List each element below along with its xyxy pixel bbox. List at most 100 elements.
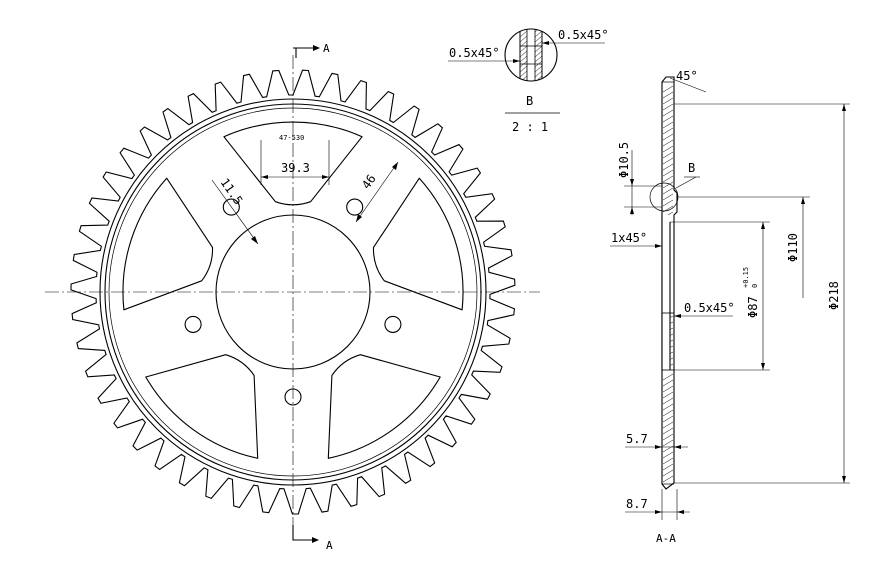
- section-hatch-line: [662, 415, 674, 423]
- dim-39-arrow-right: [322, 175, 329, 179]
- section-detail-ref: B: [688, 161, 695, 175]
- bore-chamfer-arrow: [655, 244, 662, 248]
- dim-87-arrow-bottom: [761, 363, 765, 370]
- section-arrowhead-bottom: [312, 537, 319, 543]
- dim-218-arrow-bottom: [842, 476, 846, 483]
- detail-scale: 2 : 1: [512, 120, 548, 134]
- dim-10-5-arrow-bottom: [630, 207, 634, 214]
- section-hatch-line: [662, 91, 674, 99]
- bolt-hole: [346, 198, 364, 216]
- dim-slot-width: 39.3: [281, 161, 310, 175]
- section-hatch-line: [662, 463, 674, 471]
- lightening-cutout: [223, 121, 363, 206]
- section-view-a-a: B 45° Φ10.5 1x45° 0.5x45° Φ110 Φ87 +0.15…: [610, 69, 850, 545]
- top-chamfer-label: 45°: [676, 69, 698, 83]
- section-bore-gap: [662, 215, 670, 370]
- detail-hatch-line: [519, 29, 528, 33]
- dim-bolt-offset: 11.5: [218, 176, 246, 208]
- section-hatch-line: [662, 109, 674, 117]
- section-hatch-line: [662, 187, 674, 195]
- dim-11-5-line: [211, 179, 259, 245]
- detail-hatch-line: [534, 50, 543, 58]
- detail-hatch-line: [519, 45, 528, 53]
- section-hatch-line: [662, 439, 674, 447]
- detail-hatch-line: [519, 70, 528, 78]
- section-hatch-line: [662, 127, 674, 135]
- detail-hatch-line: [534, 55, 543, 63]
- detail-hatch-line: [519, 80, 528, 81]
- section-hatch-line: [662, 193, 674, 201]
- part-marking: 47-530: [279, 134, 304, 142]
- front-view: A A 47-530 39.3 46 11.5: [45, 42, 540, 552]
- section-detail-leader: [675, 176, 697, 189]
- lightening-cutout: [145, 354, 259, 459]
- section-hub-recess: [661, 312, 675, 371]
- dim-87-arrow-top: [761, 222, 765, 229]
- detail-chamfer-right: 0.5x45°: [558, 28, 609, 42]
- dim-39-arrow-left: [261, 175, 268, 179]
- dim-bolt-circle: Φ110: [786, 233, 800, 262]
- detail-arrow-left: [513, 59, 520, 63]
- hub-chamfer-arrow: [674, 314, 681, 318]
- section-hatch-line: [662, 409, 674, 417]
- hub-chamfer-label: 0.5x45°: [684, 301, 735, 315]
- section-hatch-line: [662, 151, 674, 159]
- detail-hatch-line: [519, 75, 528, 81]
- section-hatch-line: [662, 457, 674, 465]
- dim-rib-width: 46: [359, 172, 379, 192]
- section-arrow-bottom: [292, 525, 312, 541]
- dim-46-arrow-a: [356, 214, 362, 222]
- section-hatch-line: [662, 157, 674, 165]
- section-label-top: A: [323, 42, 330, 55]
- dim-11-5-arrow: [251, 236, 258, 244]
- section-hatch-line: [662, 469, 674, 477]
- dim-10-5-arrow-top: [630, 179, 634, 186]
- section-hatch-line: [662, 181, 674, 189]
- section-hatch-line: [662, 103, 674, 111]
- detail-hatch-line: [534, 29, 543, 33]
- dim-5-7-arrow-right: [674, 445, 681, 449]
- detail-hatch-line: [519, 35, 528, 43]
- detail-arrow-right: [542, 41, 549, 45]
- detail-section: [519, 29, 543, 81]
- section-hatch-line: [662, 373, 674, 381]
- root-ring-inner: [104, 103, 482, 481]
- bolt-hole: [222, 198, 240, 216]
- detail-hatch-line: [534, 35, 543, 43]
- section-hatch-line: [662, 475, 674, 483]
- dim-5-7-arrow-left: [655, 445, 662, 449]
- lightening-cutout: [372, 177, 464, 311]
- section-hatch-line: [662, 175, 674, 183]
- dim-outer-dia: Φ218: [827, 281, 841, 310]
- bolt-hole: [184, 315, 202, 333]
- bolt-hole: [384, 315, 402, 333]
- section-hatch-line: [662, 385, 674, 393]
- dim-total-thickness: 8.7: [626, 497, 648, 511]
- detail-hatch-line: [519, 65, 528, 73]
- detail-view-b: 0.5x45° 0.5x45° B 2 : 1: [448, 28, 609, 134]
- lightening-cutout: [122, 177, 214, 311]
- section-hatch-line: [662, 433, 674, 441]
- dim-46-line: [355, 161, 399, 223]
- dim-bore-tol-lower: 0: [751, 284, 759, 288]
- section-hatch-line: [662, 451, 674, 459]
- dim-bore-tol-upper: +0.15: [742, 267, 750, 288]
- top-chamfer-leader: [669, 77, 707, 93]
- detail-hatch-line: [534, 75, 543, 81]
- section-hatch-line: [662, 133, 674, 141]
- section-hatch-line: [662, 199, 674, 207]
- section-hatch-line: [662, 85, 674, 93]
- section-hatch-line: [662, 379, 674, 387]
- detail-label: B: [526, 94, 533, 108]
- detail-hatch-line: [534, 70, 543, 78]
- section-hatch-line: [662, 121, 674, 129]
- section-hatch-line: [662, 145, 674, 153]
- bore-chamfer-label: 1x45°: [611, 231, 647, 245]
- bolt-holes: [184, 198, 402, 406]
- lightening-cutout: [327, 354, 441, 459]
- section-hatch-line: [662, 427, 674, 435]
- detail-hatch-line: [534, 80, 543, 81]
- section-arrowhead-top: [313, 45, 320, 51]
- detail-core: [526, 29, 536, 81]
